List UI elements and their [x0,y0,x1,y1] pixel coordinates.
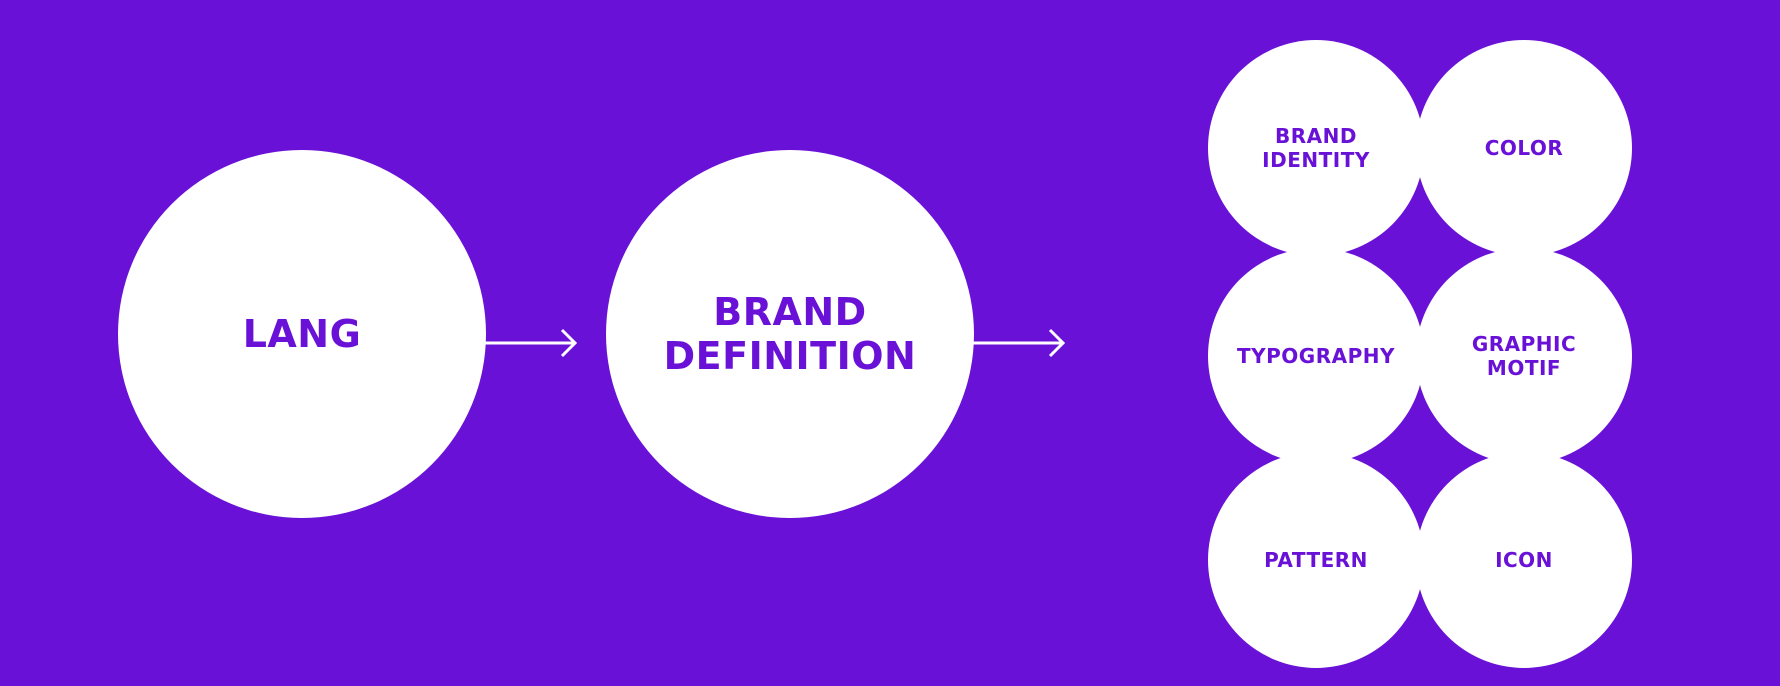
output-label: BRAND IDENTITY [1262,124,1370,172]
output-label: TYPOGRAPHY [1237,344,1395,368]
node-brand-definition: BRAND DEFINITION [606,150,974,518]
output-graphic-motif: GRAPHIC MOTIF [1416,248,1632,464]
arrow-right-icon [484,328,578,358]
output-typography: TYPOGRAPHY [1208,248,1424,464]
output-brand-identity: BRAND IDENTITY [1208,40,1424,256]
arrow-right-icon [972,328,1066,358]
node-lang: LANG [118,150,486,518]
output-label: ICON [1495,548,1553,572]
node-lang-label: LANG [242,312,362,356]
output-label: COLOR [1484,136,1564,160]
output-label: GRAPHIC MOTIF [1471,332,1577,380]
output-color: COLOR [1416,40,1632,256]
output-pattern: PATTERN [1208,452,1424,668]
output-icon: ICON [1416,452,1632,668]
output-label: PATTERN [1264,548,1368,572]
node-brand-definition-label: BRAND DEFINITION [663,290,917,378]
